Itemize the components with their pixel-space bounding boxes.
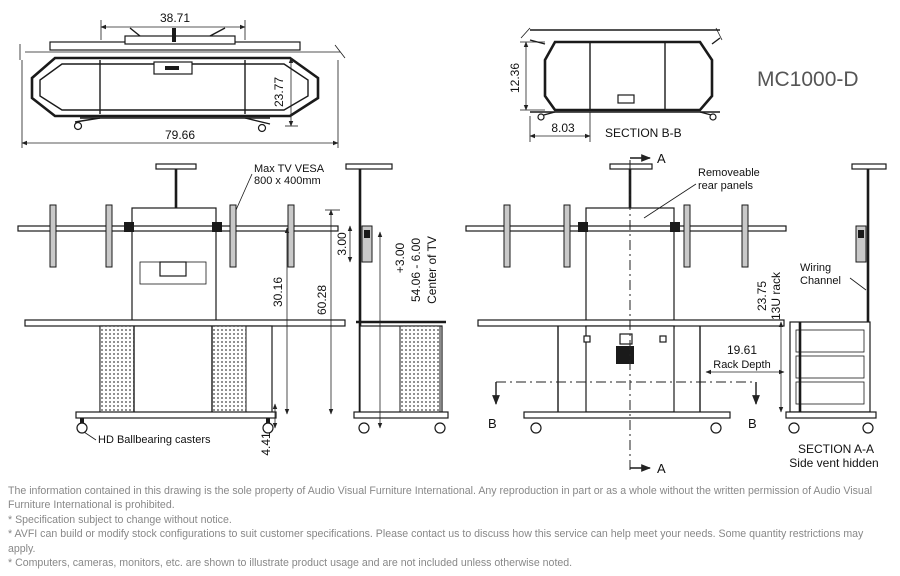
vesa-label-line2: 800 x 400mm <box>254 175 321 187</box>
vesa-label-line1: Max TV VESA <box>254 163 325 175</box>
dim-top-span: 38.71 <box>160 11 190 25</box>
wiring-channel-line1: Wiring <box>800 262 831 274</box>
top-view: 38.71 23.77 79.66 <box>19 11 346 148</box>
center-of-tv-label: Center of TV <box>425 236 439 304</box>
rack-depth-label: Rack Depth <box>713 359 770 371</box>
rack-units-label: 13U rack <box>769 271 783 320</box>
dim-caster-height: 4.41 <box>259 432 273 456</box>
side-vent-note: Side vent hidden <box>789 456 878 470</box>
section-a-a-title: SECTION A-A <box>798 442 874 456</box>
note-spec-change: * Specification subject to change withou… <box>8 513 232 526</box>
dim-section-depth: 12.36 <box>508 63 522 93</box>
removable-panels-line1: Removeable <box>698 167 760 179</box>
dim-center-range: 54.06 - 6.00 <box>409 238 423 302</box>
dim-rack-depth: 19.61 <box>727 343 757 357</box>
disclaimer-notes: The information contained in this drawin… <box>8 484 892 570</box>
section-b-marker-right: B <box>748 416 757 431</box>
dim-section-offset: 8.03 <box>551 121 575 135</box>
rear-elevation: A A B B Removeable rear panels 19.61 Rac… <box>465 151 787 476</box>
dim-center-adjust: +3.00 <box>393 242 407 273</box>
dim-overall-height: 60.28 <box>315 285 329 315</box>
note-custom-build: * AVFI can build or modify stock configu… <box>8 528 864 555</box>
dim-tv-height: 30.16 <box>271 277 285 307</box>
casters-label: HD Ballbearing casters <box>98 434 211 446</box>
section-a-marker-bottom: A <box>657 461 666 476</box>
section-b-marker-left: B <box>488 416 497 431</box>
section-a-marker-top: A <box>657 151 666 166</box>
front-elevation: HD Ballbearing casters Max TV VESA 800 x… <box>17 163 346 456</box>
tv-mount-arms <box>17 204 339 268</box>
section-b-b-view: 12.36 8.03 SECTION B-B <box>508 27 723 142</box>
dim-overall-width: 79.66 <box>165 128 195 142</box>
note-not-included: * Computers, cameras, monitors, etc. are… <box>8 557 573 570</box>
side-elevation: 3.00 +3.00 54.06 - 6.00 Center of TV <box>335 163 449 434</box>
technical-drawing: 38.71 23.77 79.66 12.36 8.03 <box>17 11 887 476</box>
section-a-a-view: 23.75 13U rack Wiring Channel SECTION A-… <box>755 163 887 470</box>
dim-top-depth: 23.77 <box>272 77 286 107</box>
removable-panels-line2: rear panels <box>698 180 754 192</box>
dim-rack-height: 23.75 <box>755 281 769 311</box>
rear-tv-mount-arms <box>465 204 787 268</box>
model-number: MC1000-D <box>757 68 859 91</box>
note-copyright: The information contained in this drawin… <box>8 485 873 512</box>
casters <box>76 418 274 434</box>
wiring-channel-line2: Channel <box>800 275 841 287</box>
dim-mount-offset: 3.00 <box>335 232 349 256</box>
section-b-b-title: SECTION B-B <box>605 126 682 140</box>
